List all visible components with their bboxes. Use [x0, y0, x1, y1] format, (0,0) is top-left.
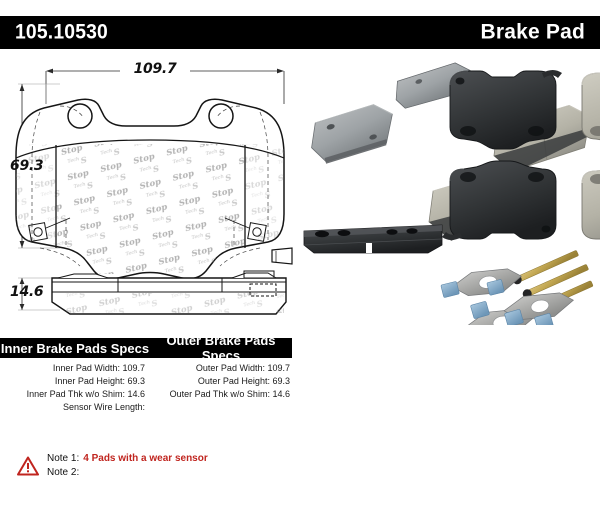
- spec-value: 109.7: [122, 363, 145, 373]
- note-2-value: [79, 467, 83, 478]
- product-photos-panel: [300, 55, 600, 336]
- spec-label: Inner Pad Thk w/o Shim:: [26, 389, 125, 399]
- width-dimension-label: 109.7: [133, 61, 177, 77]
- spec-value: 69.3: [127, 376, 145, 386]
- specs-section: Inner Brake Pads Specs Outer Brake Pads …: [0, 333, 292, 414]
- product-type-title: Brake Pad: [480, 20, 585, 44]
- spec-label: Outer Pad Thk w/o Shim:: [169, 389, 270, 399]
- outer-specs-title: Outer Brake Pads Specs: [166, 333, 276, 363]
- spec-row-inner-width: Inner Pad Width: 109.7: [0, 362, 145, 375]
- part-number: 105.10530: [15, 20, 108, 44]
- spec-label: Inner Pad Width:: [52, 363, 120, 373]
- spec-value: 14.6: [127, 389, 145, 399]
- spec-value: 14.6: [272, 389, 290, 399]
- spec-label: Outer Pad Width:: [195, 363, 265, 373]
- pad-edge-view-drawing: [51, 270, 287, 315]
- spec-label: Sensor Wire Length:: [62, 402, 145, 412]
- notes-section: Note 1:4 Pads with a wear sensor Note 2:: [0, 452, 320, 492]
- spec-row-sensor-wire-length: Sensor Wire Length:: [0, 401, 145, 414]
- specs-header-bar: Inner Brake Pads Specs Outer Brake Pads …: [0, 333, 292, 363]
- note-2: Note 2:: [47, 466, 208, 480]
- width-dimension-line: [45, 68, 285, 104]
- thickness-dimension-line: [18, 277, 60, 311]
- spec-row-outer-height: Outer Pad Height: 69.3: [150, 375, 290, 388]
- header-bar: 105.10530 Brake Pad: [0, 16, 600, 49]
- note-2-label: Note 2:: [47, 467, 80, 478]
- inner-specs-title: Inner Brake Pads Specs: [0, 340, 150, 356]
- inner-specs-list: Inner Pad Width: 109.7 Inner Pad Height:…: [0, 362, 150, 414]
- note-1: Note 1:4 Pads with a wear sensor: [47, 452, 208, 466]
- hardware-kit: [440, 250, 594, 336]
- note-1-value: 4 Pads with a wear sensor: [83, 453, 208, 464]
- spec-row-outer-width: Outer Pad Width: 109.7: [150, 362, 290, 375]
- outer-specs-list: Outer Pad Width: 109.7 Outer Pad Height:…: [150, 362, 292, 414]
- spec-label: Outer Pad Height:: [197, 376, 270, 386]
- brake-pad-drawing-svg: Stop Tech S: [15, 68, 293, 315]
- pad-set-flat-view: [442, 70, 600, 240]
- spec-label: Inner Pad Height:: [54, 376, 125, 386]
- spec-value: 109.7: [267, 363, 290, 373]
- note-1-label: Note 1:: [47, 453, 80, 464]
- note-lines: Note 1:4 Pads with a wear sensor Note 2:: [47, 452, 208, 480]
- spec-row-inner-height: Inner Pad Height: 69.3: [0, 375, 145, 388]
- spec-row-inner-thickness: Inner Pad Thk w/o Shim: 14.6: [0, 388, 145, 401]
- pad-face-view: [15, 98, 293, 280]
- height-dimension-label: 69.3: [10, 158, 44, 174]
- thickness-dimension-label: 14.6: [10, 284, 44, 300]
- technical-drawing-panel: Stop Tech S: [0, 52, 300, 324]
- spec-row-outer-thickness: Outer Pad Thk w/o Shim: 14.6: [150, 388, 290, 401]
- pad-edge-photo: [303, 224, 443, 254]
- spec-value: 69.3: [272, 376, 290, 386]
- wear-sensor-tab: [271, 247, 293, 265]
- warning-triangle-icon: [17, 456, 39, 476]
- product-photos-svg: [303, 62, 600, 336]
